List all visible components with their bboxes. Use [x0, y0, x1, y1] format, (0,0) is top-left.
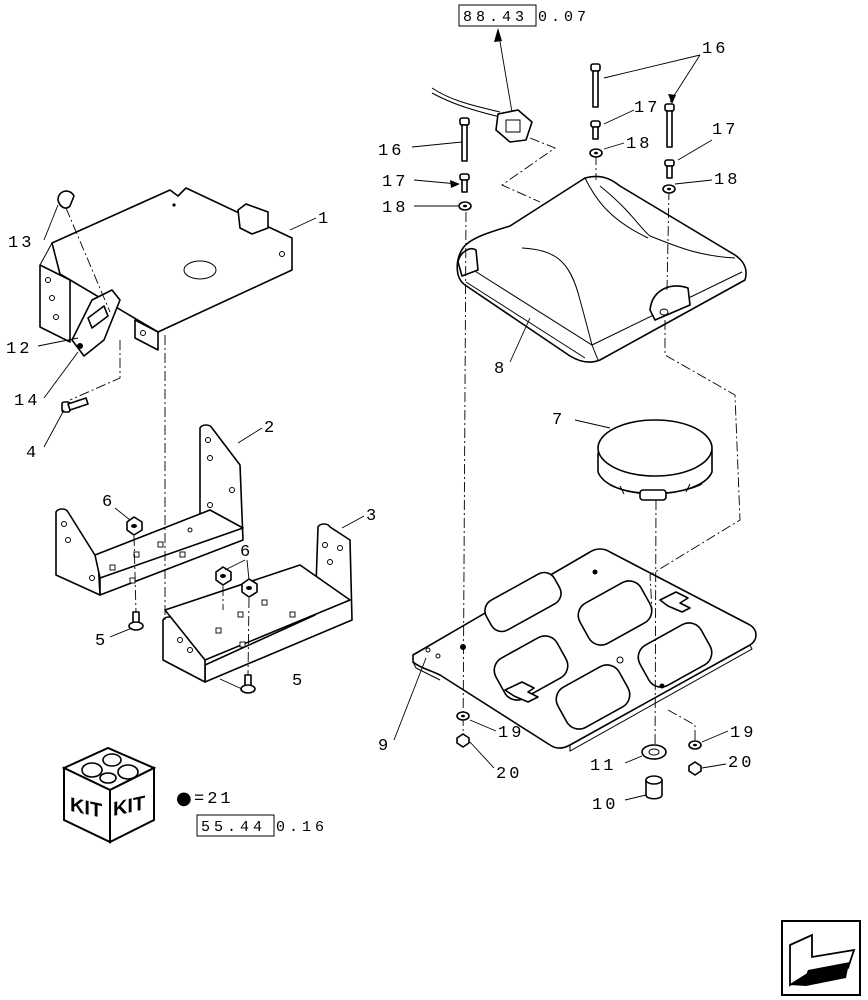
callout-10: 10 — [592, 796, 618, 815]
callout-18-right: 18 — [714, 171, 740, 190]
callout-9: 9 — [378, 737, 391, 756]
callout-14: 14 — [14, 392, 40, 411]
callout-18-mid: 18 — [626, 135, 652, 154]
callout-18-left: 18 — [382, 199, 408, 218]
bolt-16-mid — [590, 63, 601, 108]
callout-2: 2 — [264, 419, 277, 438]
callout-3: 3 — [366, 507, 379, 526]
clamp-12 — [71, 289, 121, 357]
kit-legend: ● =21 — [176, 788, 234, 809]
top-reference-rest: 0.07 — [538, 9, 590, 26]
callout-19-left: 19 — [498, 724, 524, 743]
kit-reference-boxed: 55.44 — [201, 819, 266, 836]
mounting-plate — [412, 548, 757, 752]
callout-6-upper: 6 — [102, 493, 115, 512]
top-reference[interactable]: 88.43 0.07 — [458, 4, 590, 27]
callout-11: 11 — [590, 757, 616, 776]
kit-reference-rest: 0.16 — [276, 819, 328, 836]
callout-5-upper: 5 — [95, 632, 108, 651]
clip-13 — [57, 190, 75, 209]
bracket-2 — [55, 424, 244, 596]
callout-4: 4 — [26, 444, 39, 463]
callout-6-lower: 6 — [240, 543, 253, 562]
screw-4 — [61, 397, 89, 413]
kit-legend-text: =21 — [194, 790, 234, 809]
kit-legend-dot: ● — [176, 788, 192, 809]
callout-17-right: 17 — [712, 121, 738, 140]
bolt-16-left — [459, 117, 470, 162]
callout-13: 13 — [8, 234, 34, 253]
callout-8: 8 — [494, 360, 507, 379]
screw-5-upper — [128, 611, 144, 631]
kit-box-icon: KIT KIT — [61, 746, 157, 844]
navigation-arrow-icon[interactable] — [781, 920, 861, 996]
callout-20-right: 20 — [728, 754, 754, 773]
screw-17-right — [664, 159, 675, 179]
screw-17-left — [459, 173, 470, 193]
callout-7: 7 — [552, 411, 565, 430]
screw-5-lower — [240, 674, 256, 694]
callout-19-right: 19 — [730, 724, 756, 743]
cable-connector — [431, 87, 533, 143]
kit-reference[interactable]: 55.44 0.16 — [196, 814, 328, 837]
bracket-3 — [162, 523, 353, 683]
gps-receiver — [597, 419, 713, 501]
bracket-1 — [39, 187, 293, 351]
bolt-16-right — [664, 103, 675, 148]
callout-17-left: 17 — [382, 173, 408, 192]
callout-16-right: 16 — [702, 40, 728, 59]
callout-1: 1 — [318, 210, 331, 229]
top-reference-boxed: 88.43 — [463, 9, 528, 26]
callout-17-mid: 17 — [634, 99, 660, 118]
callout-5-lower: 5 — [292, 672, 305, 691]
callout-20-left: 20 — [496, 765, 522, 784]
callout-12: 12 — [6, 340, 32, 359]
screw-17-mid — [590, 120, 601, 140]
antenna-cover — [456, 175, 747, 363]
callout-16-left: 16 — [378, 142, 404, 161]
